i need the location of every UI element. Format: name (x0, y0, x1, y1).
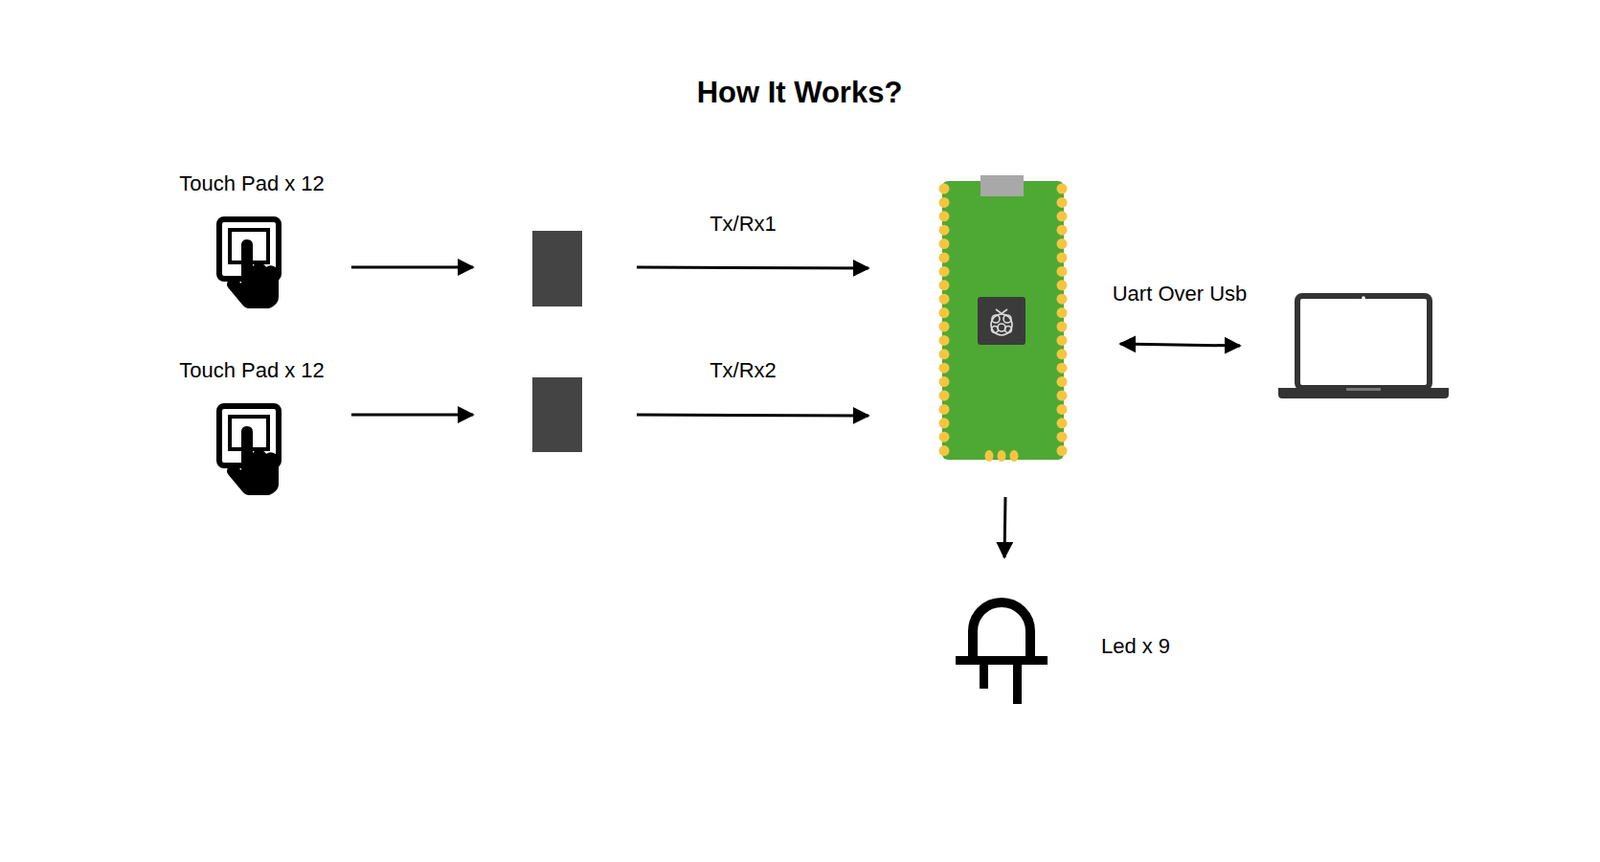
arrow (351, 266, 474, 270)
arrow (636, 267, 869, 269)
arrow (636, 414, 869, 416)
touch-pad-icon (216, 216, 288, 316)
touch-pad-label: Touch Pad x 12 (179, 171, 325, 197)
arrow (351, 413, 474, 417)
pico-board (939, 175, 1068, 462)
led-node: Led x 9 (955, 590, 1171, 706)
touch-pad-icon (216, 403, 288, 503)
diagram-title: How It Works? (697, 75, 903, 111)
led-label: Led x 9 (1101, 633, 1171, 659)
laptop-icon (1278, 295, 1449, 399)
touch-pad-label: Touch Pad x 12 (179, 358, 325, 384)
chip-symbol (532, 230, 583, 452)
signal-label: Uart Over Usb (1110, 281, 1250, 307)
arrow (1004, 496, 1006, 558)
arrow (1120, 343, 1240, 346)
led-symbol (955, 590, 1048, 710)
signal-label: Tx/Rx1 (707, 211, 779, 237)
touch-pad-node: Touch Pad x 12 (179, 358, 325, 499)
touch-pad-node: Touch Pad x 12 (179, 171, 325, 313)
signal-label: Tx/Rx2 (707, 358, 779, 384)
